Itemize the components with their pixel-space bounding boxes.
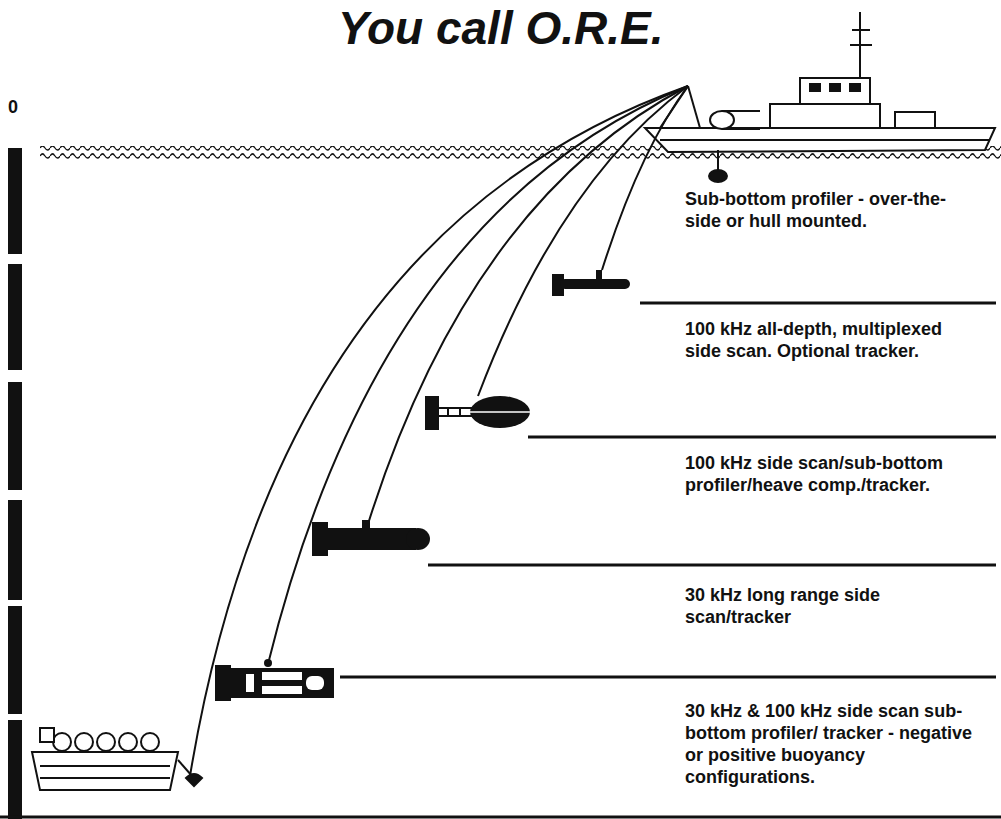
tow-cable [190,86,688,776]
equipment-note: 100 kHz all-depth, multiplexed side scan… [685,318,975,362]
equipment-note: 30 kHz & 100 kHz side scan sub-bottom pr… [685,700,975,788]
depth-scale [8,148,22,819]
survey-ship [645,12,995,182]
towfish [552,270,630,296]
equipment-note: Sub-bottom profiler - over-the-side or h… [685,188,955,232]
equipment-note: 100 kHz side scan/sub-bottom profiler/he… [685,452,975,496]
towfish [425,396,530,430]
towfish [312,520,430,556]
title: You call O.R.E. [338,2,663,54]
bottom-sled [32,728,202,790]
separator-line [0,303,1001,817]
depth-zero: 0 [8,96,38,118]
towfish [215,659,334,701]
water-surface [40,153,1001,161]
equipment-note: 30 kHz long range side scan/tracker [685,584,975,628]
